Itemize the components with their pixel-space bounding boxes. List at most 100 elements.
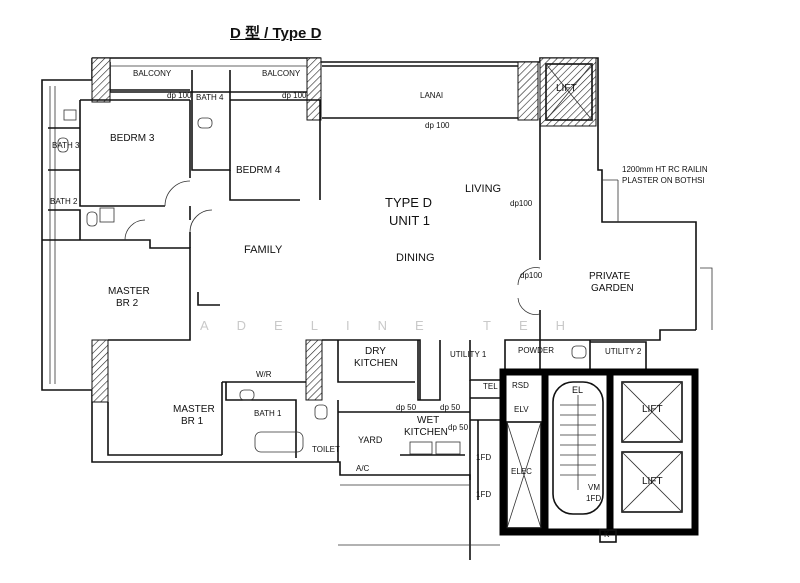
bathtub [254,431,304,453]
room-label-vm: VM [588,483,600,492]
dp-annotation: dp 100 [282,91,307,100]
room-label-lanai: LANAI [420,91,444,100]
lift-cross [621,381,683,443]
garden-wall [540,329,696,341]
corridor-line [338,484,500,546]
door-swing [517,267,541,286]
room-label-master-br1-line2: BR 1 [181,416,204,427]
core-wall [499,368,699,536]
bedrm3-wall [79,99,191,207]
utility2-wall [590,341,647,370]
room-label-utility2: UTILITY 2 [605,347,642,356]
column [91,339,109,403]
room-label-dry-kitchen-line1: DRY [365,346,386,357]
dp-annotation: dp 50 [396,403,417,412]
railing-leader [602,179,619,222]
dp-annotation: dp 100 [425,121,450,130]
room-label-tel: TEL [483,382,498,391]
room-label-bedrm3: BEDRM 3 [110,133,155,144]
room-label-elec: ELEC [511,467,532,476]
room-label-yard: YARD [358,435,383,445]
room-label-balcony-left: BALCONY [133,69,172,78]
wr-wall [225,382,297,458]
column [305,339,323,401]
room-label-unit1: UNIT 1 [389,213,430,228]
room-label-rsd: RSD [512,381,529,390]
dp-annotation: dp100 [520,271,543,280]
bedrm4-wall [229,99,321,201]
yard-wall [337,400,470,462]
room-label-balcony-right: BALCONY [262,69,301,78]
railing-note-line1: 1200mm HT RC RAILIN [622,165,708,174]
door-swing [189,209,213,233]
lift-cross [545,63,593,121]
room-label-wet-kitchen-line1: WET [417,415,440,426]
room-label-el: EL [572,385,584,395]
right-edge [700,267,713,330]
watermark: ADELINE TEH [200,318,594,333]
bath4-wall [191,70,231,171]
bath3-wall [48,127,81,240]
dp-annotation: dp 50 [448,423,469,432]
railing-note-line2: PLASTER ON BOTHSI [622,176,705,185]
room-label-1fd-bottom: 1FD [476,490,492,499]
outer-wall [41,58,471,560]
lift-car-1 [621,381,683,443]
room-label-lift-1: LIFT [642,404,663,415]
sink-fixture [63,109,77,121]
room-label-bath3: BATH 3 [52,141,80,150]
column [91,57,111,103]
elec-cross [506,421,542,529]
room-label-lift-top: LIFT [556,83,577,94]
room-label-k: K [604,530,610,539]
room-label-private-garden-line1: PRIVATE [589,271,631,282]
column [306,57,322,121]
elec-room [506,421,542,529]
service-shafts [469,380,506,530]
room-label-bedrm4: BEDRM 4 [236,165,281,176]
k-box [599,529,617,543]
room-label-dry-kitchen-line2: KITCHEN [354,358,398,369]
room-label-ac: A/C [356,464,370,473]
room-label-toilet: TOILET [312,445,340,454]
room-label-bath2: BATH 2 [50,197,78,206]
stove [409,441,433,455]
lanai-wall [322,65,518,119]
powder-fixture [571,345,587,359]
room-label-wet-kitchen-line2: KITCHEN [404,427,448,438]
room-label-type-d: TYPE D [385,195,432,210]
column [517,61,539,121]
room-label-family: FAMILY [244,244,283,256]
room-label-living: LIVING [465,183,502,195]
stair-steps [560,395,596,490]
wc-fixture [197,117,213,129]
room-label-wr: W/R [256,370,272,379]
sink-fixture [99,207,115,223]
dp-annotation: dp 50 [440,403,461,412]
room-label-private-garden-line2: GARDEN [591,283,634,294]
interior-wall [197,292,220,306]
room-label-1fd-left: 1FD [476,453,492,462]
room-label-master-br2-line2: BR 2 [116,298,139,309]
room-label-powder: POWDER [518,346,554,355]
wc-fixture [239,389,255,401]
door-swing [124,219,146,241]
core-divider [541,372,614,532]
plan-title: D 型 / Type D [230,25,322,42]
sink-fixture [435,441,461,455]
room-label-1fd-core: 1FD [586,494,602,503]
master-br2-wall [42,239,191,341]
room-label-lift-2: LIFT [642,476,663,487]
lift-shaft-top [545,63,593,121]
lift-car-2 [621,451,683,513]
room-label-bath4: BATH 4 [196,93,224,102]
master-br1-wall [107,381,306,456]
room-label-master-br1-line1: MASTER [173,404,215,415]
lift-cross [621,451,683,513]
interior-wall [322,339,421,400]
wc-fixture [314,404,328,420]
room-label-utility1: UTILITY 1 [450,350,487,359]
wc-fixture [57,137,69,153]
room-label-elv: ELV [514,405,529,414]
